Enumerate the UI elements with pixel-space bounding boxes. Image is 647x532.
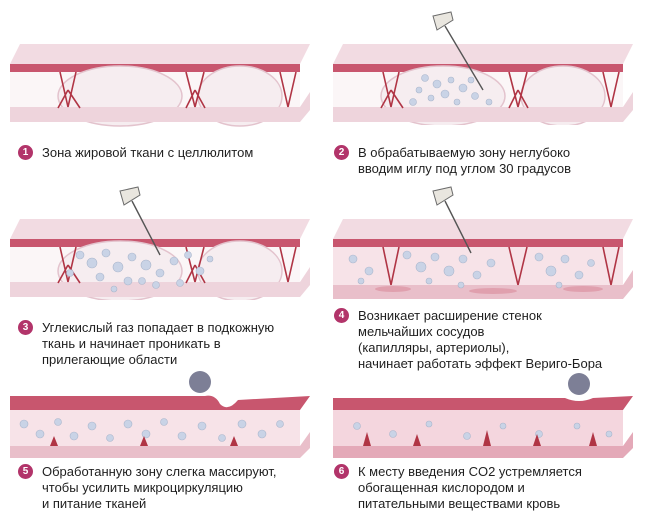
- syringe-icon: [432, 11, 484, 91]
- blood-flow-illustration: [333, 373, 633, 458]
- massage-roller-icon: [189, 371, 211, 393]
- diagram-panel-3: [10, 185, 310, 300]
- needle-insertion-illustration: [333, 11, 633, 125]
- step-number-badge: 6: [334, 464, 349, 479]
- step-caption-3: 3 Углекислый газ попадает в подкожную тк…: [18, 320, 274, 368]
- syringe-icon: [432, 186, 472, 254]
- step-text: Зона жировой ткани с целлюлитом: [42, 145, 254, 160]
- massage-roller-icon: [568, 373, 590, 395]
- step-text: К месту введения CO2 устремляется обогащ…: [358, 464, 582, 511]
- step-caption-2: 2 В обрабатываемую зону неглубоко вводим…: [334, 145, 571, 177]
- step-number-badge: 1: [18, 145, 33, 160]
- step-number-badge: 2: [334, 145, 349, 160]
- step-caption-1: 1 Зона жировой ткани с целлюлитом: [18, 145, 253, 161]
- syringe-icon: [119, 186, 161, 256]
- diagram-panel-4: [333, 185, 633, 300]
- step-text: Углекислый газ попадает в подкожную ткан…: [42, 320, 275, 367]
- step-number-badge: 5: [18, 464, 33, 479]
- step-caption-6: 6 К месту введения CO2 устремляется обог…: [334, 464, 582, 512]
- diagram-panel-2: [333, 10, 633, 125]
- fat-tissue-illustration: [10, 44, 310, 127]
- massage-illustration: [10, 371, 310, 458]
- step-number-badge: 4: [334, 308, 349, 323]
- diagram-panel-5: [10, 368, 310, 460]
- diagram-panel-1: [10, 22, 310, 127]
- step-text: Обработанную зону слегка массируют, чтоб…: [42, 464, 277, 511]
- gas-spread-illustration: [10, 186, 310, 300]
- step-text: Возникает расширение стенок мельчайших с…: [358, 308, 603, 371]
- vessel-dilation-illustration: [333, 186, 633, 299]
- step-caption-4: 4 Возникает расширение стенок мельчайших…: [334, 308, 602, 372]
- diagram-panel-6: [333, 368, 633, 460]
- step-text: В обрабатываемую зону неглубоко вводим и…: [358, 145, 572, 176]
- step-number-badge: 3: [18, 320, 33, 335]
- step-caption-5: 5 Обработанную зону слегка массируют, чт…: [18, 464, 276, 512]
